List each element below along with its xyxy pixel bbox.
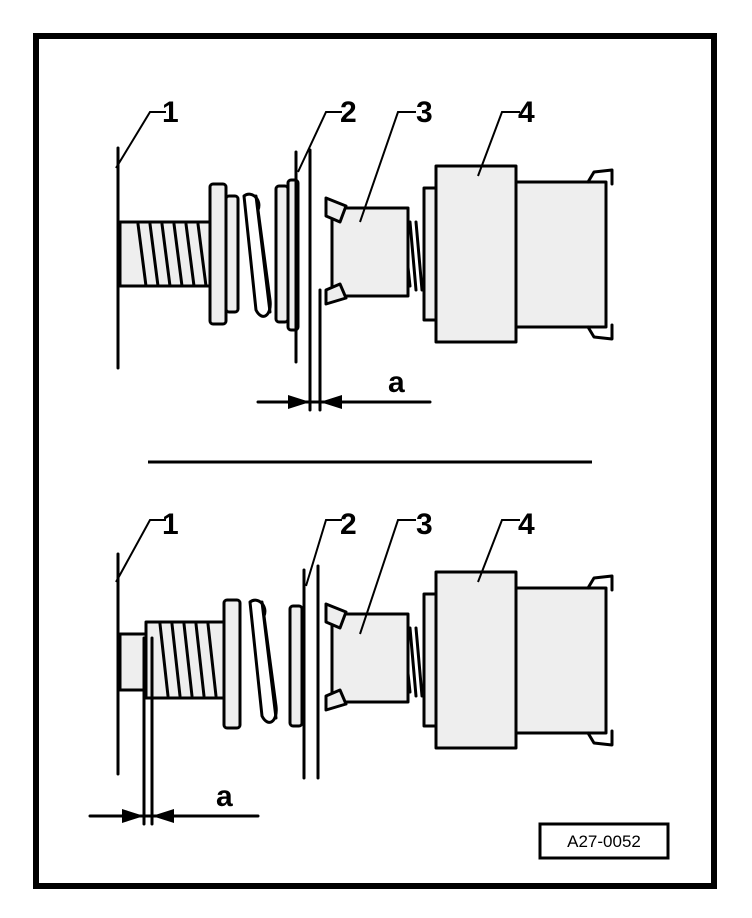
top-label-2: 2 [340,96,357,129]
top-label-3: 3 [416,96,433,129]
bottom-label-4: 4 [518,508,535,541]
figure-code-box [538,822,670,860]
figure-frame [33,33,717,889]
bottom-label-3: 3 [416,508,433,541]
bottom-dimension-a: a [216,780,233,813]
bottom-assembly-view [88,519,614,826]
top-assembly-view [115,111,614,412]
bottom-label-2: 2 [340,508,357,541]
figure-code: A27-0052 [567,832,641,851]
top-dimension-a: a [388,366,405,399]
top-label-1: 1 [162,96,179,129]
bottom-label-1: 1 [162,508,179,541]
top-label-4: 4 [518,96,535,129]
